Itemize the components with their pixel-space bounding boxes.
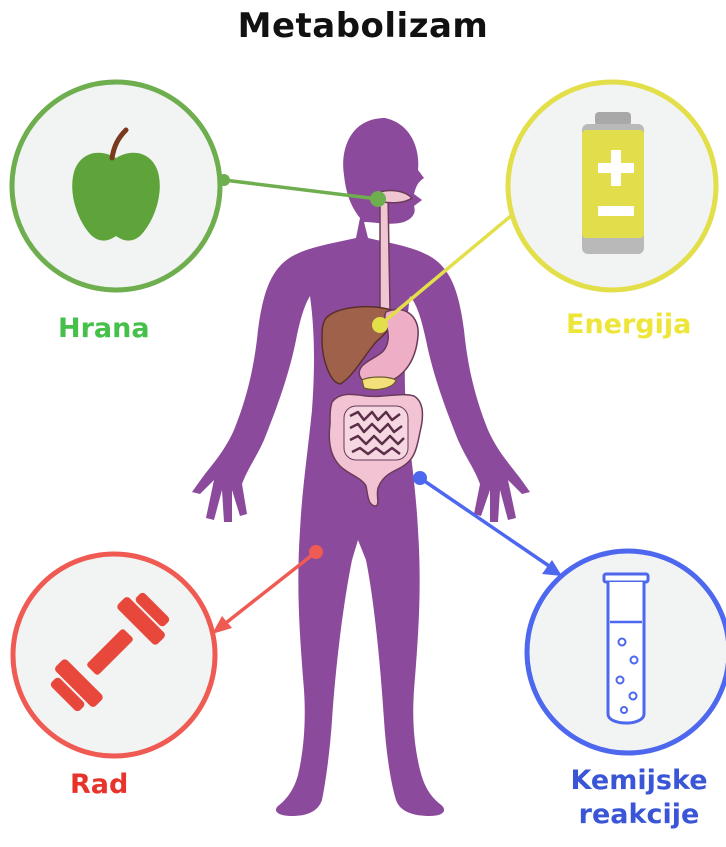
test-tube-icon [604, 574, 648, 723]
chem-circle [527, 551, 726, 753]
food-circle [12, 82, 220, 290]
label-work: Rad [70, 768, 128, 802]
battery-icon [582, 112, 644, 254]
work-circle [13, 554, 215, 756]
diagram-title: Metabolizam [0, 6, 726, 46]
label-energy: Energija [566, 308, 691, 342]
label-chem-line2: reakcije [564, 798, 714, 832]
esophagus [380, 196, 390, 312]
label-chemical-reactions: Kemijske reakcije [564, 764, 714, 832]
energy-circle [508, 82, 716, 290]
label-food: Hrana [58, 312, 150, 346]
label-chem-line1: Kemijske [564, 764, 714, 798]
